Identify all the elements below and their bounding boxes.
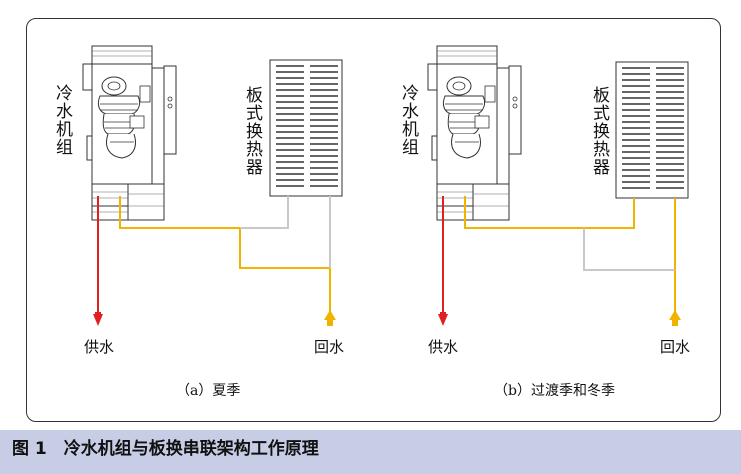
hx-outlet-pipe-a: [240, 196, 289, 229]
chiller-label-b: 冷水机组: [398, 84, 418, 156]
hx-label-a: 板式换热器: [242, 86, 262, 176]
figure-caption-bar: [0, 430, 741, 474]
panel-b: [427, 45, 689, 326]
plate-heat-exchanger-b: [615, 61, 689, 199]
chiller-unit-b: [427, 45, 522, 221]
return-pipe-b: [464, 196, 635, 229]
return-label-b: 回水: [660, 338, 691, 356]
panel-a: [82, 45, 343, 326]
chiller-unit-a: [82, 45, 177, 221]
chiller-label-a: 冷水机组: [52, 84, 72, 156]
caption-b: （b）过渡季和冬季: [494, 383, 615, 399]
return-arrow-a: [324, 310, 336, 320]
bypass-pipe-b: [583, 228, 675, 271]
plate-heat-exchanger-a: [269, 59, 343, 197]
figure-title: 图 1 冷水机组与板换串联架构工作原理: [12, 439, 319, 459]
caption-a: （a）夏季: [176, 383, 241, 399]
supply-label-a: 供水: [84, 338, 115, 356]
return-pipe-a: [119, 196, 331, 314]
supply-arrow-a: [93, 314, 103, 326]
supply-label-b: 供水: [428, 338, 459, 356]
return-arrow-b: [669, 310, 681, 320]
return-label-a: 回水: [314, 338, 345, 356]
supply-arrow-b: [438, 314, 448, 326]
hx-label-b: 板式换热器: [589, 86, 609, 176]
